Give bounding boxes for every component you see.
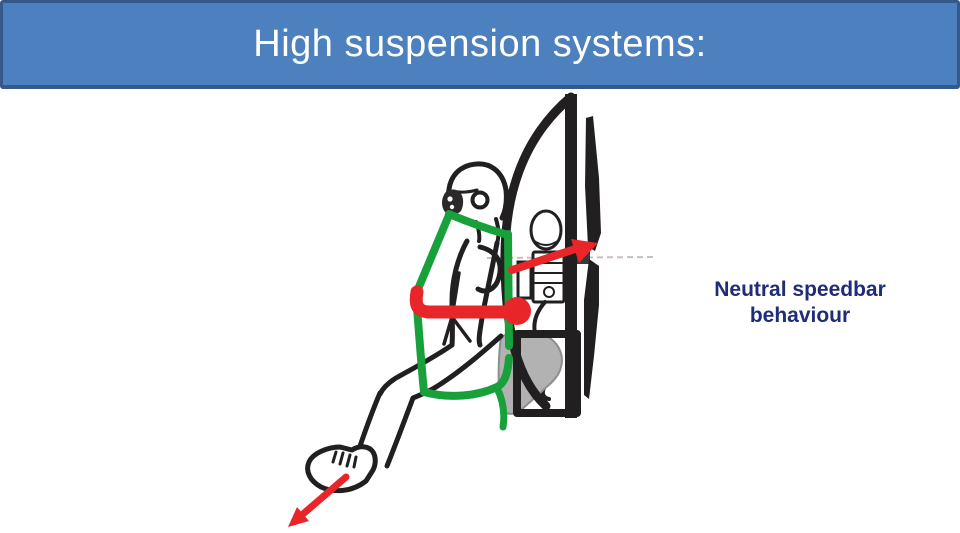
back-strap	[504, 230, 513, 350]
thrust-arrow-shaft	[508, 245, 579, 274]
caption-line-1: Neutral speedbar	[714, 278, 886, 301]
goggles-icon	[442, 189, 464, 215]
ear	[470, 190, 490, 210]
caption-line-2: behaviour	[749, 304, 851, 327]
caption: Neutral speedbar behaviour	[700, 277, 900, 329]
shoe-laces	[331, 450, 358, 469]
goggle-highlight	[449, 204, 455, 210]
page-title: High suspension systems:	[253, 22, 707, 65]
pivot-point	[503, 297, 531, 325]
lap-strap	[409, 285, 511, 319]
under-thigh	[410, 333, 504, 401]
propeller-blade-lower	[584, 259, 599, 399]
top-strap	[445, 210, 512, 239]
propeller-mast	[565, 94, 577, 418]
propeller-blade-upper	[585, 116, 601, 251]
front-riser-strap	[412, 211, 453, 298]
pilot-figure	[305, 161, 509, 494]
thrust-arrow-head	[571, 239, 598, 263]
helmet	[445, 161, 509, 221]
speedbar-arrow-shaft	[299, 473, 350, 518]
arm	[475, 244, 503, 294]
seat-strap-tail	[493, 384, 508, 431]
calf	[384, 395, 416, 469]
goggle-highlight	[447, 196, 453, 202]
force-vectors	[288, 239, 598, 527]
speedbar-arrow-head	[288, 507, 309, 527]
torso-front	[449, 238, 470, 348]
harness-webbing	[412, 210, 513, 431]
thigh-top	[377, 342, 455, 397]
shoe	[305, 444, 378, 494]
header-banner: High suspension systems:	[0, 0, 960, 89]
propeller	[565, 94, 601, 418]
